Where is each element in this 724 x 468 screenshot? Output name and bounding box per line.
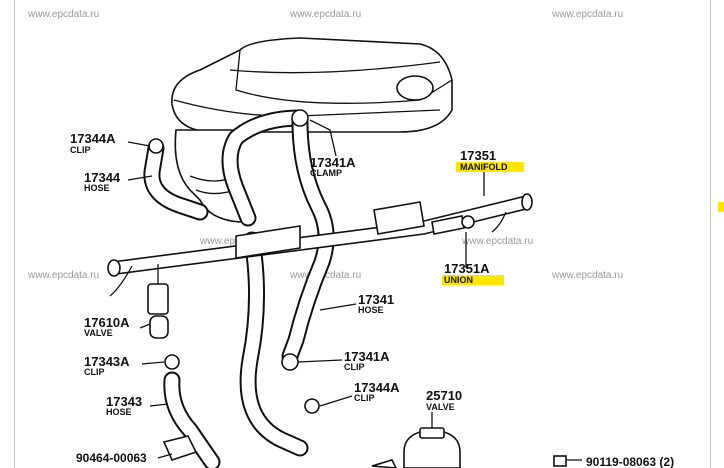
part-number: 17341 xyxy=(358,292,394,307)
union-drawing xyxy=(431,215,475,235)
part-number: 17344A xyxy=(354,380,400,395)
part-number: 17351A xyxy=(444,261,490,276)
hose-long-drawing xyxy=(239,231,309,457)
part-number: 17341A xyxy=(310,155,356,170)
part-name: VALVE xyxy=(426,402,455,412)
callout-17351A[interactable]: 17351A UNION xyxy=(444,261,490,285)
part-name: UNION xyxy=(444,275,473,285)
part-name: HOSE xyxy=(358,305,384,315)
bolt-icon xyxy=(553,455,567,467)
part-number: 17351 xyxy=(460,148,496,163)
part-name: HOSE xyxy=(84,183,110,193)
part-name: CLIP xyxy=(354,393,375,403)
hose-upper-drawing xyxy=(221,109,309,227)
hose-17344-drawing xyxy=(143,139,209,221)
callout-17341A-low[interactable]: 17341A CLIP xyxy=(344,349,390,372)
callout-17351[interactable]: 17351 MANIFOLD xyxy=(460,148,508,172)
union-highlight xyxy=(442,275,504,285)
watermark: www.epcdata.ru xyxy=(289,9,361,20)
part-name: CLAMP xyxy=(310,168,342,178)
part-name: CLIP xyxy=(344,362,365,372)
callout-17341[interactable]: 17341 HOSE xyxy=(358,292,394,315)
callout-17343A[interactable]: 17343A CLIP xyxy=(84,354,130,377)
callout-17610A[interactable]: 17610A VALVE xyxy=(84,315,130,338)
part-name: CLIP xyxy=(70,145,91,155)
valve-17610A-drawing xyxy=(147,264,169,339)
watermark: www.epcdata.ru xyxy=(551,9,623,20)
hose-17343-drawing xyxy=(163,371,221,468)
callout-17344A-low[interactable]: 17344A CLIP xyxy=(354,380,400,403)
watermark: www.epcdata.ru xyxy=(27,9,99,20)
watermark: www.epcdata.ru xyxy=(551,270,623,281)
part-number: 17344A xyxy=(70,131,116,146)
part-number: 90464-00063 xyxy=(76,451,147,465)
part-number: 17610A xyxy=(84,315,130,330)
manifold-drawing xyxy=(107,193,533,297)
part-name: CLIP xyxy=(84,367,105,377)
part-name: VALVE xyxy=(84,328,113,338)
part-number: 17344 xyxy=(84,170,121,185)
watermark: www.epcdata.ru xyxy=(199,236,271,247)
part-number: 90119-08063 (2) xyxy=(586,455,674,468)
callout-90464-00063[interactable]: 90464-00063 xyxy=(76,451,147,465)
part-number: 17341A xyxy=(344,349,390,364)
part-number: 25710 xyxy=(426,388,462,403)
part-number: 17343A xyxy=(84,354,130,369)
callout-90119-08063[interactable]: 90119-08063 (2) xyxy=(553,455,674,468)
part-number: 17343 xyxy=(106,394,142,409)
watermark: www.epcdata.ru xyxy=(27,270,99,281)
part-name: MANIFOLD xyxy=(460,162,508,172)
part-name: HOSE xyxy=(106,407,132,417)
manifold-highlight xyxy=(456,162,524,172)
valve-25710-drawing xyxy=(403,427,461,468)
callout-17344[interactable]: 17344 HOSE xyxy=(84,170,121,193)
callout-17343[interactable]: 17343 HOSE xyxy=(106,394,142,417)
callout-25710[interactable]: 25710 VALVE xyxy=(426,388,462,412)
diagram-frame xyxy=(14,0,711,468)
edge-highlight xyxy=(718,202,724,212)
watermark: www.epcdata.ru xyxy=(461,236,533,247)
callout-17341A-top[interactable]: 17341A CLAMP xyxy=(310,155,356,178)
callout-17344A-top[interactable]: 17344A CLIP xyxy=(70,131,116,155)
